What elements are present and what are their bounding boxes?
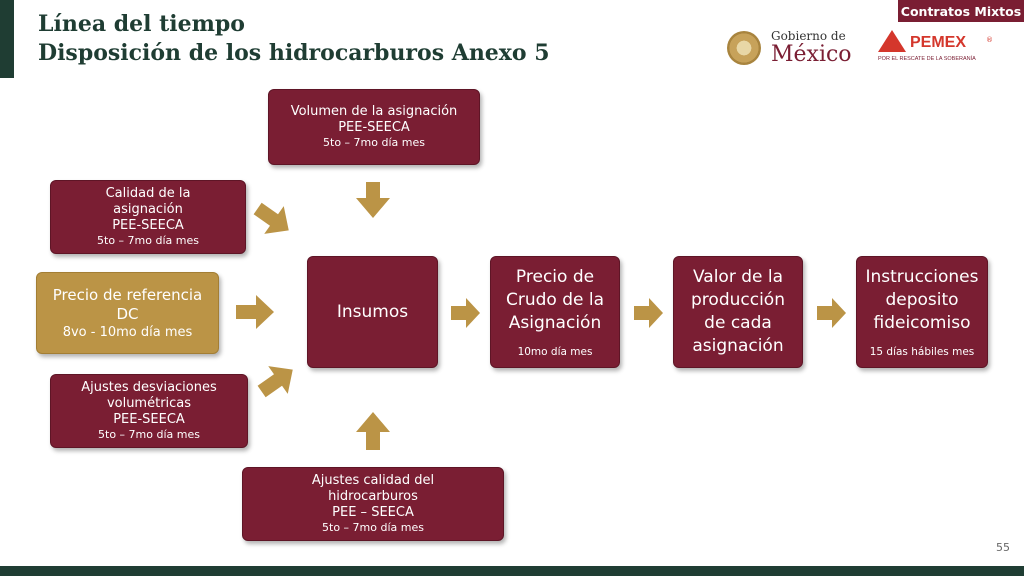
national-emblem-icon	[727, 31, 761, 65]
ajustes-desv-timing: 5to – 7mo día mes	[98, 428, 200, 441]
pemex-slogan: POR EL RESCATE DE LA SOBERANÍA	[878, 56, 976, 62]
title-line-2: Disposición de los hidrocarburos Anexo 5	[38, 40, 550, 66]
box-calidad-asignacion: Calidad de la asignación PEE-SEECA 5to –…	[50, 180, 246, 254]
gob-big-text: México	[771, 42, 852, 67]
precio-ref-line-2: DC	[116, 304, 139, 323]
contratos-mixtos-tag: Contratos Mixtos	[898, 0, 1024, 22]
ajustes-desv-line-3: PEE-SEECA	[113, 412, 185, 427]
title-line-1: Línea del tiempo	[38, 11, 245, 37]
calidad-timing: 5to – 7mo día mes	[97, 234, 199, 247]
ajustes-cal-line-1: Ajustes calidad del	[311, 473, 435, 488]
box-ajustes-desviaciones: Ajustes desviaciones volumétricas PEE-SE…	[50, 374, 248, 448]
instrucciones-line-2: deposito	[885, 289, 959, 310]
ajustes-desv-line-2: volumétricas	[106, 396, 192, 411]
bottom-accent-bar	[0, 566, 1024, 576]
precio-ref-timing: 8vo - 10mo día mes	[62, 324, 193, 340]
box-precio-referencia: Precio de referencia DC 8vo - 10mo día m…	[36, 272, 219, 354]
arrow-precio-ref-to-insumos	[236, 295, 274, 329]
pemex-registered-mark: ®	[986, 36, 993, 44]
ajustes-desv-line-1: Ajustes desviaciones	[81, 380, 217, 395]
arrow-insumos-from-ajustes-calidad	[356, 412, 390, 450]
gob-small-text: Gobierno de	[771, 29, 846, 43]
valor-line-3: de cada	[704, 313, 772, 333]
box-insumos: Insumos	[307, 256, 438, 368]
ajustes-cal-line-2: hidrocarburos	[328, 489, 418, 504]
gobierno-de-mexico-logo: Gobierno de México	[727, 28, 855, 68]
arrow-insumos-to-precio-crudo	[451, 298, 480, 328]
arrow-precio-crudo-to-valor	[634, 298, 663, 328]
volumen-line-2: PEE-SEECA	[338, 120, 410, 135]
arrow-volumen-to-insumos	[356, 182, 390, 218]
box-instrucciones: Instrucciones deposito fideicomiso 15 dí…	[856, 256, 988, 368]
arrow-calidad-to-insumos	[253, 202, 289, 234]
pemex-eagle-icon	[878, 30, 906, 52]
volumen-line-1: Volumen de la asignación	[290, 104, 458, 119]
instrucciones-timing: 15 días hábiles mes	[869, 345, 975, 358]
ajustes-cal-line-3: PEE – SEECA	[332, 505, 414, 520]
valor-line-2: producción	[691, 290, 785, 310]
valor-line-1: Valor de la	[692, 267, 784, 287]
insumos-label: Insumos	[336, 301, 409, 322]
box-precio-crudo: Precio de Crudo de la Asignación 10mo dí…	[490, 256, 620, 368]
precio-crudo-line-1: Precio de	[515, 266, 595, 287]
precio-ref-line-1: Precio de referencia	[52, 285, 203, 304]
valor-line-4: asignación	[692, 336, 784, 356]
precio-crudo-timing: 10mo día mes	[517, 345, 593, 358]
box-ajustes-calidad: Ajustes calidad del hidrocarburos PEE – …	[242, 467, 504, 541]
instrucciones-line-1: Instrucciones	[865, 266, 979, 287]
pemex-wordmark: PEMEX	[910, 34, 967, 51]
ajustes-cal-timing: 5to – 7mo día mes	[322, 521, 424, 534]
calidad-line-2: asignación	[113, 202, 183, 217]
calidad-line-3: PEE-SEECA	[112, 218, 184, 233]
box-valor-produccion: Valor de la producción de cada asignació…	[673, 256, 803, 368]
box-volumen-asignacion: Volumen de la asignación PEE-SEECA 5to –…	[268, 89, 480, 165]
pemex-logo: PEMEX ® POR EL RESCATE DE LA SOBERANÍA	[876, 28, 994, 68]
precio-crudo-line-3: Asignación	[508, 312, 602, 333]
arrow-valor-to-instrucciones	[817, 298, 846, 328]
volumen-timing: 5to – 7mo día mes	[323, 136, 425, 149]
instrucciones-line-3: fideicomiso	[873, 312, 971, 333]
page-number: 55	[996, 541, 1010, 554]
left-accent-bar	[0, 0, 14, 78]
arrow-ajustes-desv-to-insumos	[257, 366, 293, 398]
precio-crudo-line-2: Crudo de la	[505, 289, 605, 310]
calidad-line-1: Calidad de la	[105, 186, 191, 201]
page-title: Línea del tiempo Disposición de los hidr…	[38, 10, 550, 68]
